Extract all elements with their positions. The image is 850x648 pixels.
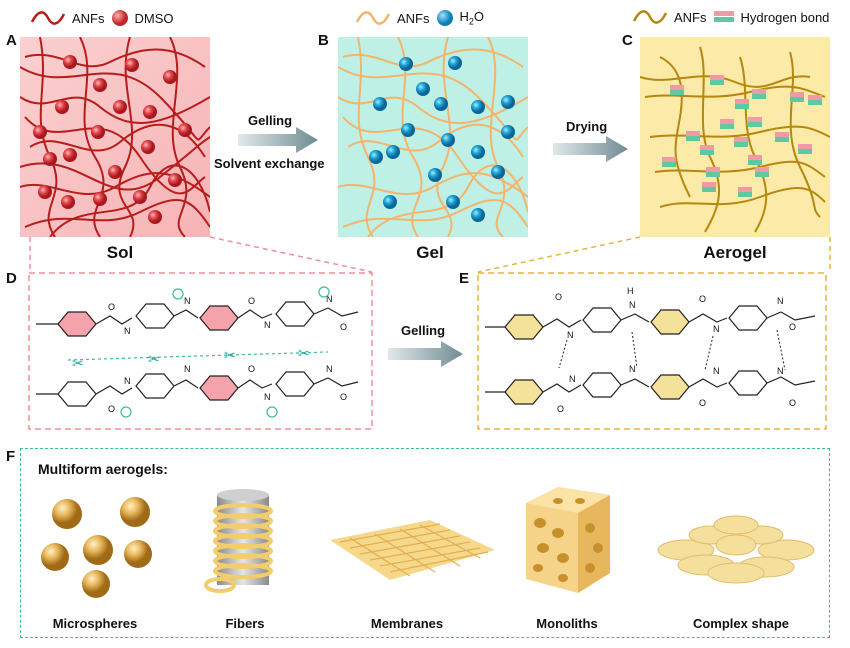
svg-text:✂: ✂ [72,355,84,371]
arrow-bc-icon [553,136,628,162]
arrow-de-label: Gelling [401,323,446,338]
panel-letter-a: A [6,32,17,49]
sol-fibers [20,37,210,237]
svg-text:✂: ✂ [148,351,160,367]
svg-text:O: O [108,302,115,312]
svg-text:O: O [557,404,564,414]
gel-fibers [338,37,528,237]
svg-text:✂: ✂ [298,345,310,361]
panel-letter-b: B [318,32,329,49]
svg-text:O: O [699,398,706,408]
scissors-icon: ✂ ✂ ✂ ✂ [72,345,310,371]
svg-text:N: N [184,364,191,374]
orange-fiber-icon [355,11,391,25]
multiform-panel [20,448,830,638]
gel-title: Gel [416,243,444,262]
hbond-lines [558,329,786,371]
monoliths-icon [526,487,610,593]
svg-text:O: O [789,322,796,332]
svg-text:O: O [248,364,255,374]
svg-text:O: O [340,392,347,402]
svg-text:N: N [184,296,191,306]
svg-text:N: N [629,300,636,310]
panel-letter-c: C [622,32,633,49]
svg-text:O: O [555,292,562,302]
svg-text:O: O [789,398,796,408]
legend-a-fiber-label: ANFs [72,10,105,26]
svg-text:O: O [340,322,347,332]
legend-c: ANFs Hydrogen bond [632,9,829,25]
aerogel-panel [640,37,830,237]
sol-particles [33,55,192,224]
complex-shape-icon [657,515,815,584]
legend-a: ANFs DMSO [30,9,174,27]
legend-a-particle-label: DMSO [134,10,174,26]
gel-panel [338,37,528,237]
svg-text:N: N [629,364,636,374]
legend-b-particle-label: H2O [459,9,485,27]
sol-title: Sol [106,243,134,262]
svg-text:N: N [264,392,271,402]
zoom-connectors [29,236,831,273]
multiform-heading: Multiform aerogels: [38,461,168,477]
arrow-ab-bottom-label: Solvent exchange [214,156,325,171]
svg-text:O: O [248,296,255,306]
panel-letter-e: E [459,270,470,287]
svg-text:N: N [713,366,720,376]
svg-text:N: N [777,296,784,306]
aerogel-hbonds [662,75,822,197]
arrow-bc-label: Drying [566,119,608,134]
gel-particles [369,56,515,222]
svg-text:H: H [627,286,634,296]
legend-b: ANFs H2O [355,9,484,27]
fibers-icon [204,489,273,593]
sol-molecular-panel: O N N O N N O O N N O N N O ✂ ✂ ✂ ✂ [28,272,373,430]
svg-text:✂: ✂ [224,347,236,363]
arrow-de-icon [388,341,463,367]
hydrogen-bond-icon [713,11,734,22]
svg-text:N: N [326,364,333,374]
svg-text:N: N [713,324,720,334]
caption-fibers: Fibers [225,616,265,631]
microspheres-icon [41,497,152,598]
svg-text:N: N [777,366,784,376]
arrow-ab-top-label: Gelling [248,113,293,128]
membranes-icon [330,520,495,580]
aerogel-title: Aerogel [703,243,767,262]
red-sphere-icon [111,10,128,26]
caption-complex-shape: Complex shape [692,616,790,631]
red-fiber-icon [30,11,66,25]
blue-sphere-icon [436,10,453,26]
svg-text:O: O [699,294,706,304]
svg-text:N: N [326,294,333,304]
panel-letter-f: F [6,448,16,465]
svg-text:N: N [569,374,576,384]
caption-monoliths: Monoliths [536,616,598,631]
svg-text:N: N [567,330,574,340]
arrow-ab-icon [238,127,318,153]
aerogel-fibers [640,46,830,233]
svg-text:N: N [124,326,131,336]
svg-text:N: N [124,376,131,386]
gold-fiber-icon [632,10,668,24]
legend-c-bond-label: Hydrogen bond [740,9,830,25]
panel-letter-d: D [6,270,17,287]
broken-hbonds [67,351,329,361]
legend-b-fiber-label: ANFs [397,10,430,26]
sol-panel [20,37,210,237]
caption-microspheres: Microspheres [52,616,138,631]
caption-membranes: Membranes [370,616,444,631]
svg-text:O: O [108,404,115,414]
dmso-marks [120,286,330,418]
legend-c-fiber-label: ANFs [674,9,707,25]
svg-text:N: N [264,320,271,330]
